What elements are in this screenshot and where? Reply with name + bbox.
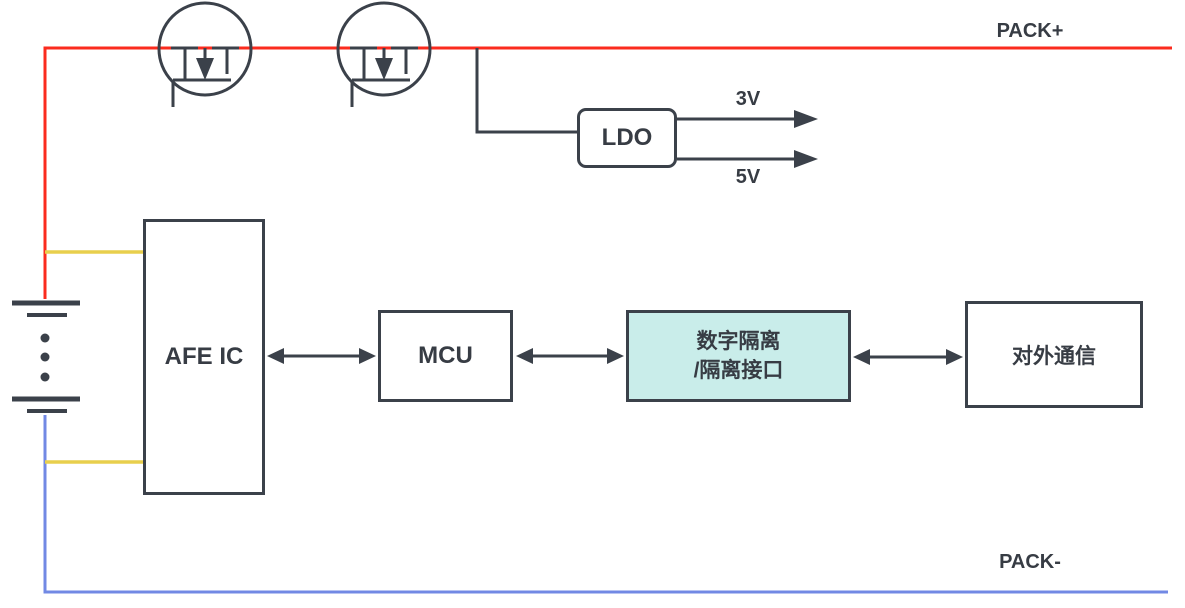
afe-ic-block: AFE IC xyxy=(143,219,265,495)
isolator-label-line2: /隔离接口 xyxy=(693,359,784,382)
battery-ellipsis-dot xyxy=(40,352,50,362)
arrow-head-right xyxy=(607,348,624,364)
ldo-input-wire xyxy=(475,48,577,134)
arrow-head-left xyxy=(516,348,533,364)
ldo-block: LDO xyxy=(577,108,677,168)
mosfet-arrow xyxy=(196,58,214,80)
pack-minus-wire xyxy=(43,415,1168,594)
isolator-comm-bus-arrow xyxy=(853,349,963,365)
mosfet-circle xyxy=(157,1,253,97)
arrow-head xyxy=(794,110,818,128)
mosfet-symbol-2 xyxy=(336,1,432,107)
arrow-head-right xyxy=(359,348,376,364)
mosfet-circle xyxy=(336,1,432,97)
arrow-head-left xyxy=(853,349,870,365)
arrow-head-right xyxy=(946,349,963,365)
battery-ellipsis-dot xyxy=(40,333,50,343)
mcu-label: MCU xyxy=(418,342,473,369)
external-comm-block: 对外通信 xyxy=(965,301,1143,408)
afe-ic-label: AFE IC xyxy=(164,343,244,370)
external-comm-label: 对外通信 xyxy=(1012,344,1096,368)
mosfet-internals xyxy=(350,46,418,107)
mcu-block: MCU xyxy=(378,310,513,402)
ldo-3v-output-arrow xyxy=(677,110,818,128)
mosfet-symbol-1 xyxy=(157,1,253,107)
battery-stack-icon xyxy=(12,300,80,413)
digital-isolator-block: 数字隔离 /隔离接口 xyxy=(626,310,851,402)
ldo-label: LDO xyxy=(601,124,653,151)
pack-plus-wire xyxy=(43,46,1172,299)
mcu-isolator-bus-arrow xyxy=(516,348,624,364)
output-5v-label: 5V xyxy=(735,166,761,188)
afe-mcu-bus-arrow xyxy=(267,348,376,364)
mosfet-arrow xyxy=(375,58,393,80)
ldo-5v-output-arrow xyxy=(677,150,818,168)
battery-ellipsis-dot xyxy=(40,372,50,382)
isolator-label-line1: 数字隔离 xyxy=(696,330,781,353)
output-3v-label: 3V xyxy=(735,88,761,110)
pack-plus-label: PACK+ xyxy=(996,20,1064,42)
pack-minus-label: PACK- xyxy=(999,551,1061,573)
arrow-head xyxy=(794,150,818,168)
mosfet-internals xyxy=(171,46,239,107)
arrow-head-left xyxy=(267,348,284,364)
